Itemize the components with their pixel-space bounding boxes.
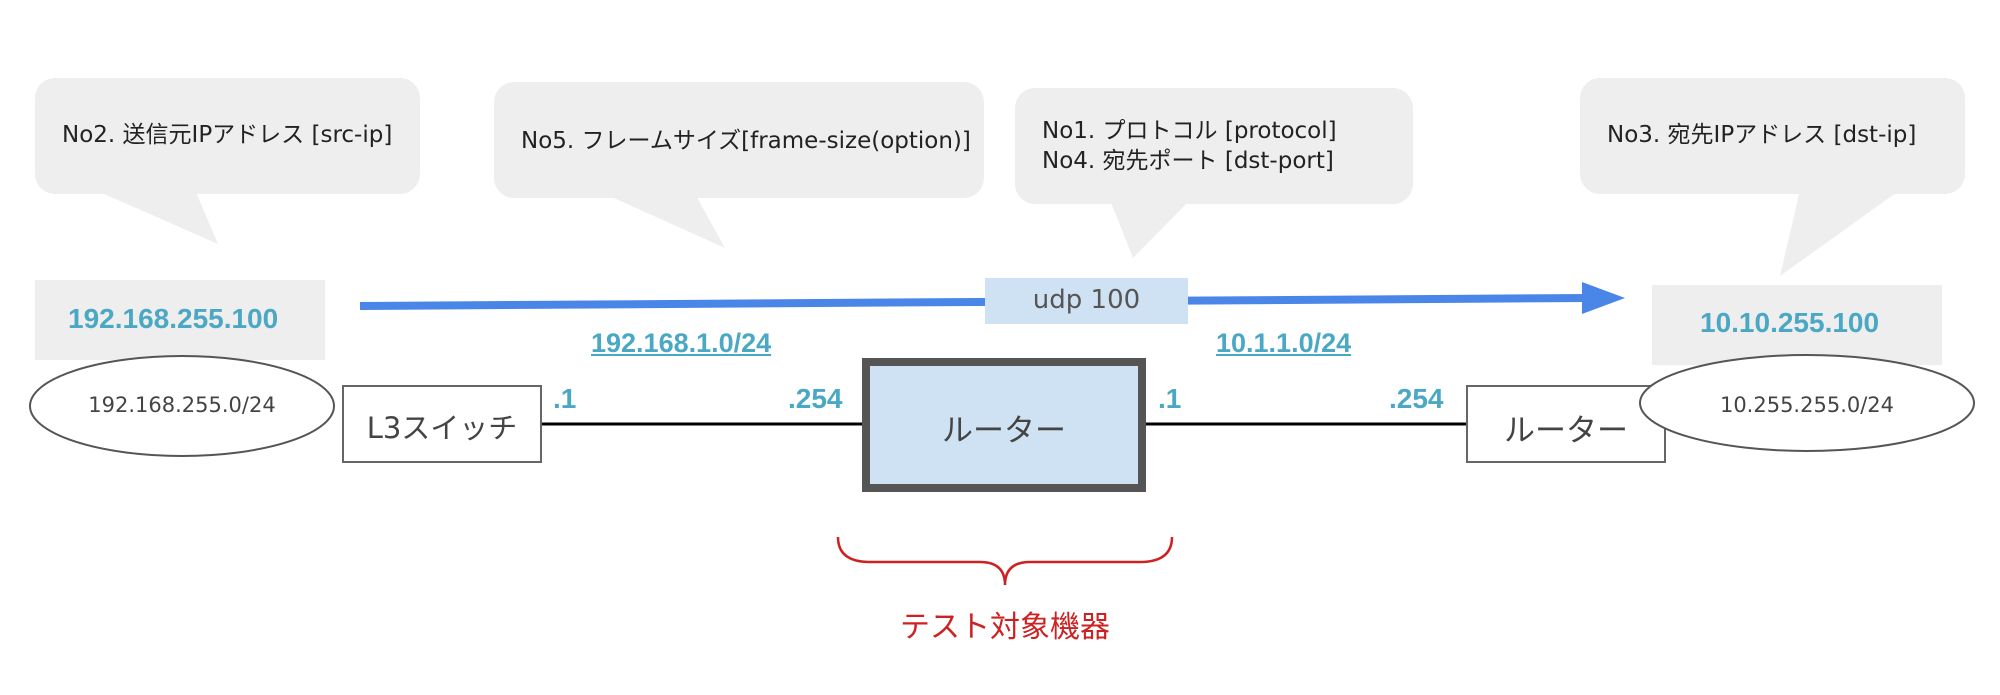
callout-src-ip [35, 78, 420, 244]
src-ip-box [35, 280, 325, 360]
dut-label: テスト対象機器 [900, 610, 1110, 645]
dut-bracket [836, 536, 1174, 586]
flow-label-box [985, 278, 1188, 324]
l3-switch-label: L3スイッチ [366, 411, 518, 445]
callout-protocol-text-1: No1. プロトコル [protocol] [1042, 118, 1337, 144]
right-network-ellipse [1639, 354, 1975, 452]
dut-right-port-label: .1 [1158, 383, 1182, 414]
left-network-ellipse [29, 355, 335, 457]
dst-ip-box [1652, 285, 1942, 365]
dut-left-port-label: .254 [788, 383, 843, 414]
flow-label: udp 100 [1032, 285, 1141, 315]
callout-protocol [1015, 88, 1413, 258]
dst-ip-label: 10.10.255.100 [1700, 307, 1880, 338]
callout-dst-ip-text: No3. 宛先IPアドレス [dst-ip] [1607, 122, 1917, 148]
src-ip-label: 192.168.255.100 [68, 303, 279, 334]
callout-frame-size-text: No5. フレームサイズ[frame-size(option)] [521, 128, 971, 154]
callout-src-ip-text: No2. 送信元IPアドレス [src-ip] [62, 122, 393, 148]
left-link-subnet: 192.168.1.0/24 [591, 328, 772, 358]
switch-port-label: .1 [553, 383, 577, 414]
callout-dst-ip [1580, 78, 1965, 276]
router-port-label: .254 [1389, 383, 1444, 414]
right-router-label: ルーター [1504, 413, 1628, 449]
right-network-label: 10.255.255.0/24 [1719, 393, 1895, 417]
dut-router-box [862, 358, 1146, 492]
dut-router-label: ルーター [942, 413, 1066, 449]
right-router-box [1466, 385, 1666, 463]
left-network-label: 192.168.255.0/24 [88, 393, 276, 417]
l3-switch-box [342, 385, 542, 463]
callout-frame-size [494, 82, 984, 248]
flow-arrow [359, 282, 1625, 314]
right-link-subnet: 10.1.1.0/24 [1216, 328, 1352, 358]
callout-protocol-text-2: No4. 宛先ポート [dst-port] [1042, 148, 1334, 174]
